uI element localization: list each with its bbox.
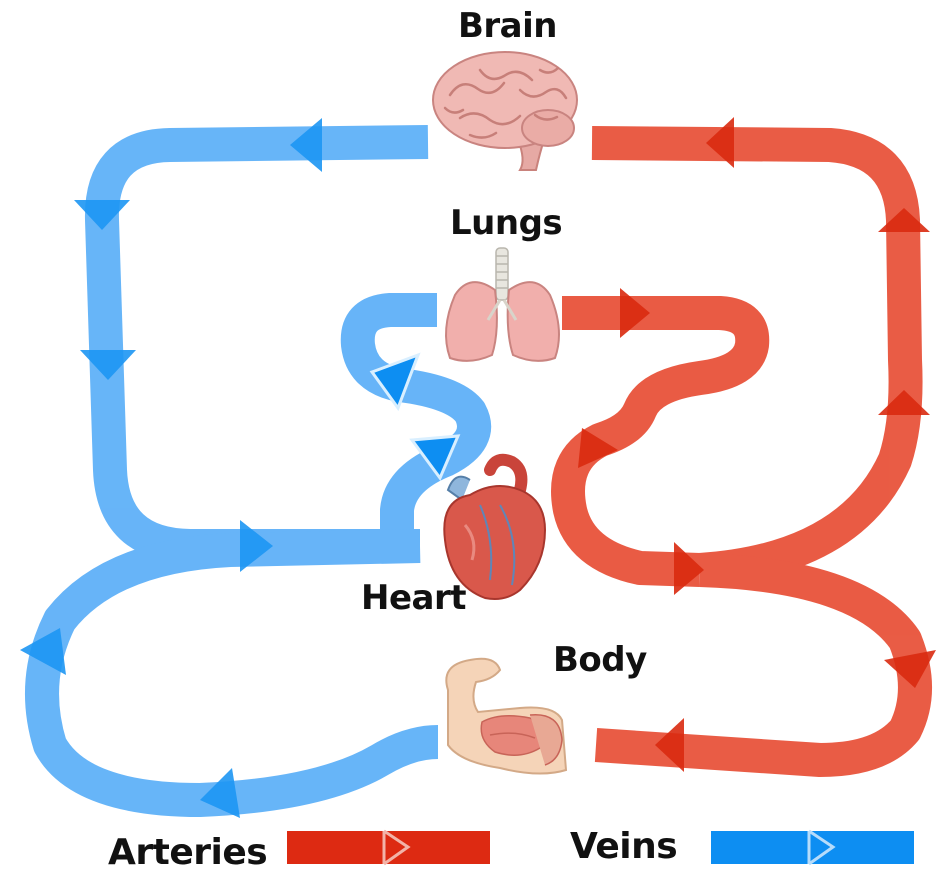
heart-label: Heart [361,578,466,618]
brain-icon [433,52,577,170]
lungs-icon [446,248,559,361]
body-label: Body [553,640,647,680]
lungs-label: Lungs [450,203,562,243]
arm-muscle-icon [446,659,566,774]
vein-arrow-left-down-1 [74,200,130,230]
vein-arrows [20,118,322,818]
vein-paths [42,142,474,800]
vein-brain-loop [102,142,428,546]
legend-veins-label: Veins [570,826,677,867]
brain-label: Brain [458,6,557,46]
vein-arrow-left-down-2 [80,350,136,380]
legend-arteries-bar [287,831,490,864]
artery-arrow-heart-right [674,542,704,595]
artery-arrow-lungs-right [620,288,650,338]
vein-arrow-brain-left [290,118,322,172]
legend-veins-bar [711,831,914,864]
legend-arteries-label: Arteries [108,832,267,873]
